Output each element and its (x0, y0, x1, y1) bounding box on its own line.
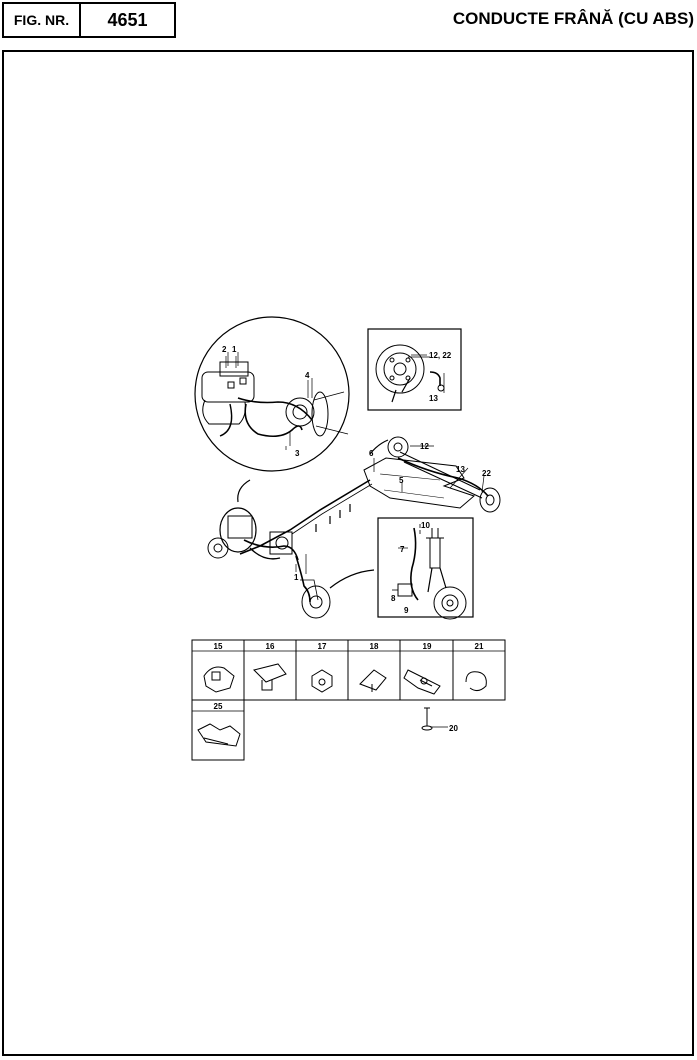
callout-labels: 2 1 4 3 12, 22 13 12 6 13 22 5 10 7 8 9 … (214, 345, 492, 733)
callout-8: 8 (391, 594, 396, 603)
callout-4: 4 (305, 371, 310, 380)
diagram-frame (2, 50, 694, 1056)
page-title: CONDUCTE FRÂNĂ (CU ABS) (452, 9, 694, 28)
table-cell-25: 25 (214, 702, 223, 711)
table-cell-17: 17 (318, 642, 327, 651)
callout-12-22: 12, 22 (429, 351, 452, 360)
bolt-part-20 (421, 707, 433, 731)
table-cell-21: 21 (475, 642, 484, 651)
chassis-brake-lines (207, 436, 501, 619)
callout-22: 22 (482, 469, 491, 478)
callout-20: 20 (449, 724, 458, 733)
fig-label: FIG. NR. (2, 2, 81, 38)
fig-number: 4651 (79, 2, 176, 38)
table-cell-15: 15 (214, 642, 223, 651)
parts-table (191, 639, 506, 761)
callout-3: 3 (295, 449, 300, 458)
callout-13: 13 (456, 465, 465, 474)
callout-5: 5 (399, 476, 404, 485)
inset-master-cylinder (194, 316, 350, 472)
callout-13-inset: 13 (429, 394, 438, 403)
callout-12: 12 (420, 442, 429, 451)
callout-9: 9 (404, 606, 409, 615)
table-cell-16: 16 (266, 642, 275, 651)
table-cell-18: 18 (370, 642, 379, 651)
callout-2: 2 (222, 345, 227, 354)
callout-1: 1 (294, 573, 299, 582)
callout-10: 10 (421, 521, 430, 530)
inset-rear-hub (367, 328, 462, 411)
table-cell-19: 19 (423, 642, 432, 651)
callout-6: 6 (369, 449, 374, 458)
inset-front-strut (377, 517, 474, 620)
callout-7: 7 (400, 545, 405, 554)
callout-1-top: 1 (232, 345, 237, 354)
